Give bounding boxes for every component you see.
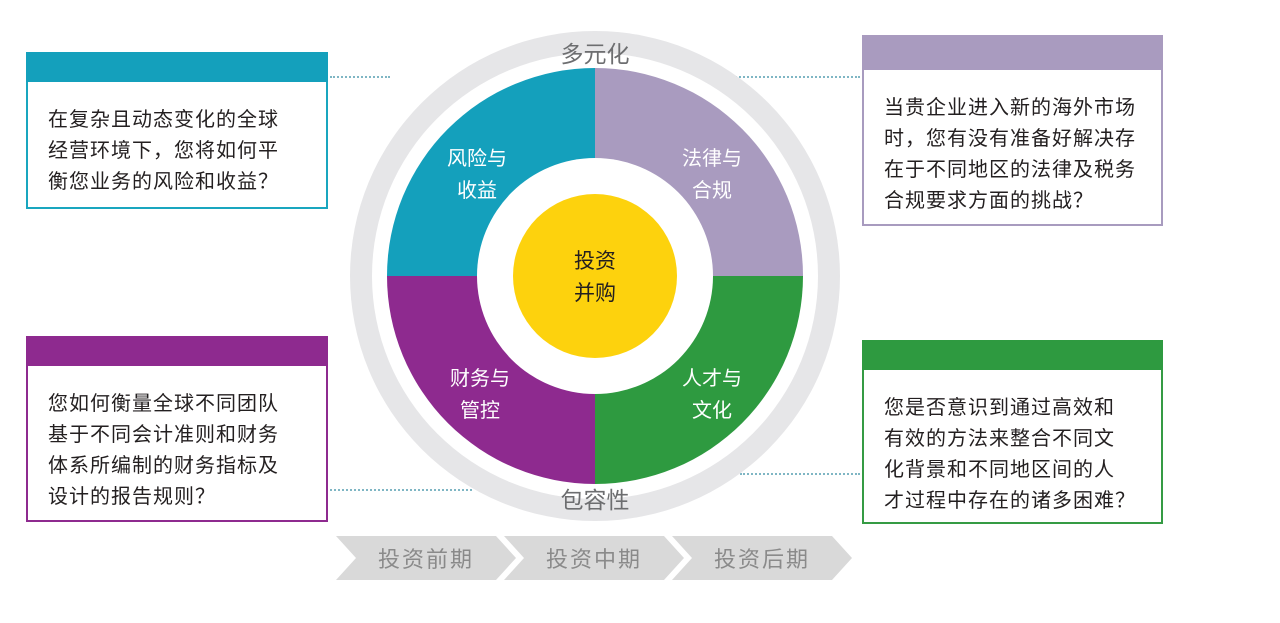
chevron-shape [504, 536, 684, 580]
quadrant-law-label-line1: 法律与 [682, 146, 742, 170]
text-line: 设计的报告规则？ [48, 484, 216, 508]
text-line: 经营环境下，您将如何平 [48, 138, 279, 162]
quadrant-law-label-line2: 合规 [692, 178, 732, 202]
phase-post-investment: 投资后期 [672, 536, 852, 580]
connector-bottom-left [330, 489, 472, 491]
text-line: 当贵企业进入新的海外市场 [884, 95, 1136, 119]
question-box-talent: 您是否意识到通过高效和 有效的方法来整合不同文 化背景和不同地区间的人 才过程中… [862, 340, 1163, 524]
text-line: 有效的方法来整合不同文 [884, 426, 1115, 450]
hub-center [513, 194, 677, 358]
text-line: 合规要求方面的挑战？ [884, 188, 1094, 212]
question-box-talent-header-bar [862, 340, 1163, 370]
question-box-finance-text: 您如何衡量全球不同团队 基于不同会计准则和财务 体系所编制的财务指标及 设计的报… [48, 388, 312, 512]
phase-timeline: 投资前期 投资中期 投资后期 [336, 536, 856, 580]
text-line: 基于不同会计准则和财务 [48, 422, 279, 446]
text-line: 您是否意识到通过高效和 [884, 395, 1115, 419]
ring-top-label: 多元化 [561, 42, 630, 68]
text-line: 化背景和不同地区间的人 [884, 457, 1115, 481]
question-box-law: 当贵企业进入新的海外市场 时，您有没有准备好解决存 在于不同地区的法律及税务 合… [862, 35, 1163, 226]
question-box-finance: 您如何衡量全球不同团队 基于不同会计准则和财务 体系所编制的财务指标及 设计的报… [26, 336, 328, 522]
phase-label: 投资中期 [545, 548, 642, 573]
quadrant-talent-label-line1: 人才与 [682, 366, 742, 390]
question-box-law-header-bar [862, 35, 1163, 70]
ring-bottom-label: 包容性 [561, 488, 630, 514]
phase-label: 投资前期 [377, 548, 474, 573]
question-box-finance-header-bar [26, 336, 328, 366]
phase-mid-investment: 投资中期 [504, 536, 684, 580]
quadrant-talent-label-line2: 文化 [692, 398, 732, 422]
text-line: 您如何衡量全球不同团队 [48, 391, 279, 415]
text-line: 体系所编制的财务指标及 [48, 453, 279, 477]
connector-top-right [712, 76, 860, 78]
quadrant-risk-label-line2: 收益 [457, 178, 497, 202]
connector-top-left [330, 76, 390, 78]
phase-pre-investment: 投资前期 [336, 536, 516, 580]
text-line: 在复杂且动态变化的全球 [48, 107, 279, 131]
center-label-line1: 投资 [574, 249, 616, 273]
phase-label: 投资后期 [713, 548, 810, 573]
connector-bottom-right [740, 473, 860, 475]
question-box-risk-text: 在复杂且动态变化的全球 经营环境下，您将如何平 衡您业务的风险和收益？ [48, 104, 312, 197]
quadrant-finance-label-line2: 管控 [460, 398, 500, 422]
text-line: 才过程中存在的诸多困难？ [884, 488, 1136, 512]
text-line: 时，您有没有准备好解决存 [884, 126, 1136, 150]
question-box-risk: 在复杂且动态变化的全球 经营环境下，您将如何平 衡您业务的风险和收益？ [26, 52, 328, 209]
chevron-shape [336, 536, 516, 580]
chevron-shape [672, 536, 852, 580]
question-box-risk-header-bar [26, 52, 328, 82]
question-box-law-text: 当贵企业进入新的海外市场 时，您有没有准备好解决存 在于不同地区的法律及税务 合… [884, 92, 1147, 216]
question-box-talent-text: 您是否意识到通过高效和 有效的方法来整合不同文 化背景和不同地区间的人 才过程中… [884, 392, 1147, 516]
quadrant-risk-label-line1: 风险与 [447, 146, 507, 170]
quadrant-finance-label-line1: 财务与 [450, 366, 510, 390]
text-line: 衡您业务的风险和收益？ [48, 169, 279, 193]
text-line: 在于不同地区的法律及税务 [884, 157, 1136, 181]
center-label-line2: 并购 [574, 281, 616, 305]
